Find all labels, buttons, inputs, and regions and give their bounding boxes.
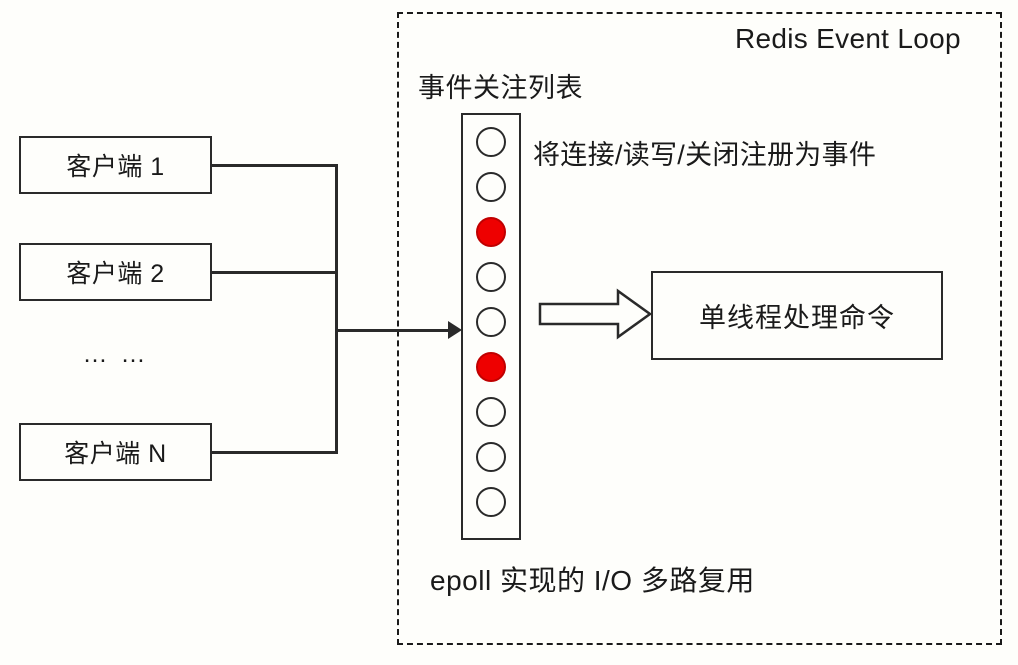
connector-stub-client-1 (212, 164, 337, 167)
connector-bus-vertical (335, 164, 338, 454)
event-slot-4 (476, 262, 506, 292)
event-slot-1 (476, 127, 506, 157)
event-slot-2 (476, 172, 506, 202)
event-register-note: 将连接/读写/关闭注册为事件 (533, 140, 877, 170)
single-thread-processor-box: 单线程处理命令 (651, 271, 943, 360)
event-slot-9 (476, 487, 506, 517)
client-box-2-label: 客户端 2 (66, 260, 165, 288)
event-slot-8 (476, 442, 506, 472)
clients-ellipsis: … … (82, 340, 149, 368)
client-box-1: 客户端 1 (19, 136, 212, 194)
event-list-label: 事件关注列表 (418, 73, 583, 103)
client-box-n-label: 客户端 N (64, 440, 167, 468)
event-slot-5 (476, 307, 506, 337)
client-box-n: 客户端 N (19, 423, 212, 481)
connector-feed-line (335, 329, 452, 332)
event-slot-3 (476, 217, 506, 247)
block-arrow-icon (538, 288, 653, 340)
redis-event-loop-container (397, 12, 1002, 645)
event-list-column (461, 113, 521, 540)
client-box-2: 客户端 2 (19, 243, 212, 301)
epoll-multiplexing-note: epoll 实现的 I/O 多路复用 (430, 565, 755, 596)
event-slot-6 (476, 352, 506, 382)
event-slot-7 (476, 397, 506, 427)
client-box-1-label: 客户端 1 (66, 153, 165, 181)
single-thread-processor-label: 单线程处理命令 (699, 303, 895, 333)
arrowhead-icon (448, 321, 462, 339)
connector-stub-client-2 (212, 271, 337, 274)
connector-stub-client-n (212, 451, 337, 454)
redis-event-loop-title: Redis Event Loop (735, 23, 961, 54)
